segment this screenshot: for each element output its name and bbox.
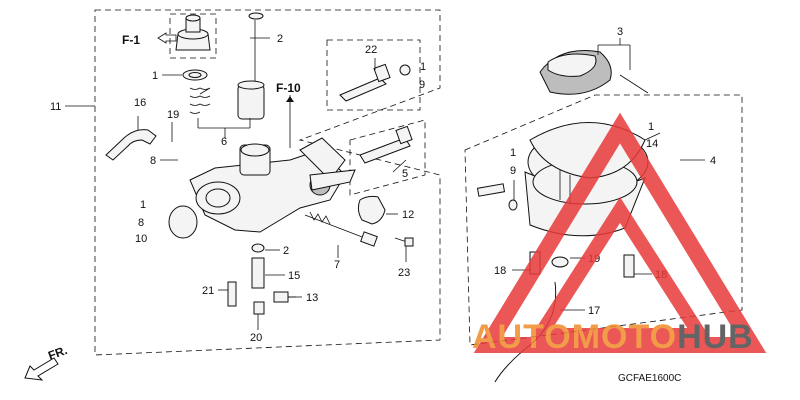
needle-kit-outline — [349, 119, 426, 196]
callout-11: 11 — [50, 101, 61, 113]
callout-18-left: 18 — [494, 265, 506, 277]
float-bowl-outline — [464, 94, 743, 346]
callout-10: 10 — [135, 233, 147, 245]
callout-16: 16 — [134, 97, 146, 109]
watermark-text-automoto: AUTOMOTO — [472, 318, 677, 356]
cover-part-3 — [539, 50, 649, 95]
callout-15: 15 — [288, 270, 300, 282]
jet-part-22 — [339, 63, 411, 102]
throttle-slide-part — [189, 12, 265, 120]
callout-22: 22 — [365, 44, 377, 56]
arrow-up-icon — [286, 96, 294, 102]
watermark-logo: AUTOMOTOHUB — [472, 112, 767, 356]
cap-part-12 — [357, 195, 386, 225]
jet-holder-20 — [253, 301, 265, 315]
callout-21: 21 — [202, 285, 214, 297]
callout-6: 6 — [221, 136, 227, 148]
callout-2-bottom: 2 — [283, 245, 289, 257]
washer-part-2b — [251, 243, 265, 253]
screw-part-18b — [623, 254, 635, 278]
callout-20: 20 — [250, 332, 262, 344]
callout-4: 4 — [710, 155, 716, 167]
callout-9-screw: 9 — [510, 165, 516, 177]
fuel-pipe-16 — [105, 129, 157, 161]
screw-23 — [394, 237, 414, 247]
screw-21 — [227, 281, 237, 307]
callout-1-oring: 1 — [152, 70, 158, 82]
ref-f10: F-10 — [276, 81, 301, 95]
callout-13: 13 — [306, 292, 318, 304]
callout-3: 3 — [617, 26, 623, 38]
watermark-text-hub: HUB — [677, 318, 754, 356]
callout-14: 14 — [646, 138, 658, 150]
o-ring-19b — [551, 256, 569, 268]
callout-8-left: 8 — [138, 217, 144, 229]
front-direction-indicator: FR. — [24, 343, 69, 381]
callout-7: 7 — [334, 259, 340, 271]
fr-label: FR. — [46, 343, 69, 363]
watermark-text: AUTOMOTOHUB — [472, 318, 754, 356]
callout-1-jet: 1 — [420, 61, 426, 73]
needle-part-5 — [359, 125, 413, 164]
pilot-screw-7 — [304, 211, 378, 247]
arrow-down-left-icon — [24, 357, 59, 381]
callout-2-top: 2 — [277, 33, 283, 45]
washer-part-9b — [508, 199, 518, 211]
o-ring-gasket-10 — [168, 205, 198, 239]
leader-lines — [65, 37, 705, 330]
callout-9-jet: 9 — [419, 79, 425, 91]
ref-f1: F-1 — [122, 33, 140, 47]
callout-23: 23 — [398, 267, 410, 279]
choke-cap-part — [169, 13, 217, 59]
callout-1-bowl: 1 — [648, 121, 654, 133]
air-screw-9 — [476, 183, 506, 197]
watermark-triangle-inner — [527, 197, 713, 342]
main-jet-15 — [251, 257, 265, 289]
carburetor-body-part — [189, 95, 356, 233]
callout-5: 5 — [402, 168, 408, 180]
jet-kit-outline — [326, 39, 421, 111]
diagram-code: GCFAE1600C — [618, 373, 681, 384]
callout-1-screw: 1 — [510, 147, 516, 159]
arrow-left-icon — [157, 32, 177, 44]
callout-8-top: 8 — [150, 155, 156, 167]
callout-19-left: 19 — [167, 109, 179, 121]
callout-17: 17 — [588, 305, 600, 317]
callout-1-left: 1 — [140, 199, 146, 211]
watermark-triangle-outer — [473, 112, 767, 353]
callout-12: 12 — [402, 209, 414, 221]
callout-numbers: 11 1 2 16 19 8 6 1 8 10 2 15 13 21 20 7 … — [50, 26, 716, 344]
